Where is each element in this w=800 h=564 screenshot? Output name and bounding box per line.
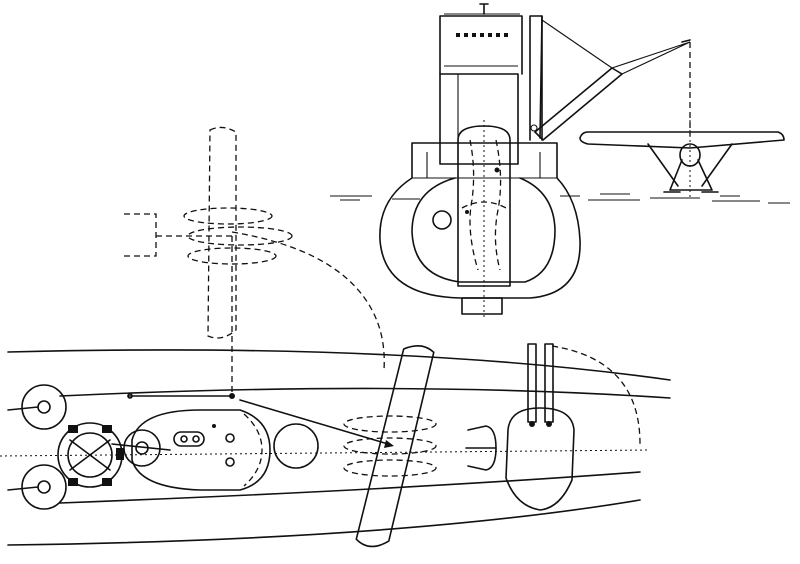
crane xyxy=(529,15,691,141)
waterline xyxy=(330,193,790,204)
hull-outline-upper xyxy=(7,349,671,381)
side-mount-upper xyxy=(7,384,67,430)
superstructure xyxy=(131,409,271,491)
rear-turret xyxy=(57,422,124,488)
window-row xyxy=(456,33,508,37)
float-sphere xyxy=(273,423,319,469)
swing-arc xyxy=(231,231,385,371)
hull-outer-shell xyxy=(379,142,581,299)
gun-barrel-left xyxy=(527,343,537,423)
keel-block xyxy=(461,297,503,315)
hangar-roof xyxy=(439,15,523,75)
dashed-wing xyxy=(207,126,237,339)
roof-vent xyxy=(479,3,489,15)
porthole xyxy=(432,210,452,230)
rear-view xyxy=(330,3,790,320)
deck-aircraft xyxy=(127,345,437,548)
hull-inner-opening xyxy=(411,177,556,283)
upper-wing xyxy=(579,131,785,149)
front-elevation-aircraft xyxy=(579,120,785,200)
hull-deck-line-upper xyxy=(59,387,671,399)
hull-outline-lower xyxy=(7,499,641,546)
hangar-door xyxy=(457,125,511,287)
hull-deck-line-lower xyxy=(59,471,641,504)
hatch xyxy=(173,431,205,447)
aircraft-swing-path xyxy=(124,126,385,396)
forward-turret xyxy=(505,343,641,511)
hangar-tower xyxy=(439,73,519,165)
aircraft-wing xyxy=(355,345,435,548)
side-mount-lower xyxy=(7,464,67,510)
plan-view xyxy=(0,343,671,548)
winch-drum xyxy=(123,429,161,467)
float-struts xyxy=(647,143,733,191)
gun-barrel-right xyxy=(544,343,554,423)
dashed-tail xyxy=(124,213,236,257)
